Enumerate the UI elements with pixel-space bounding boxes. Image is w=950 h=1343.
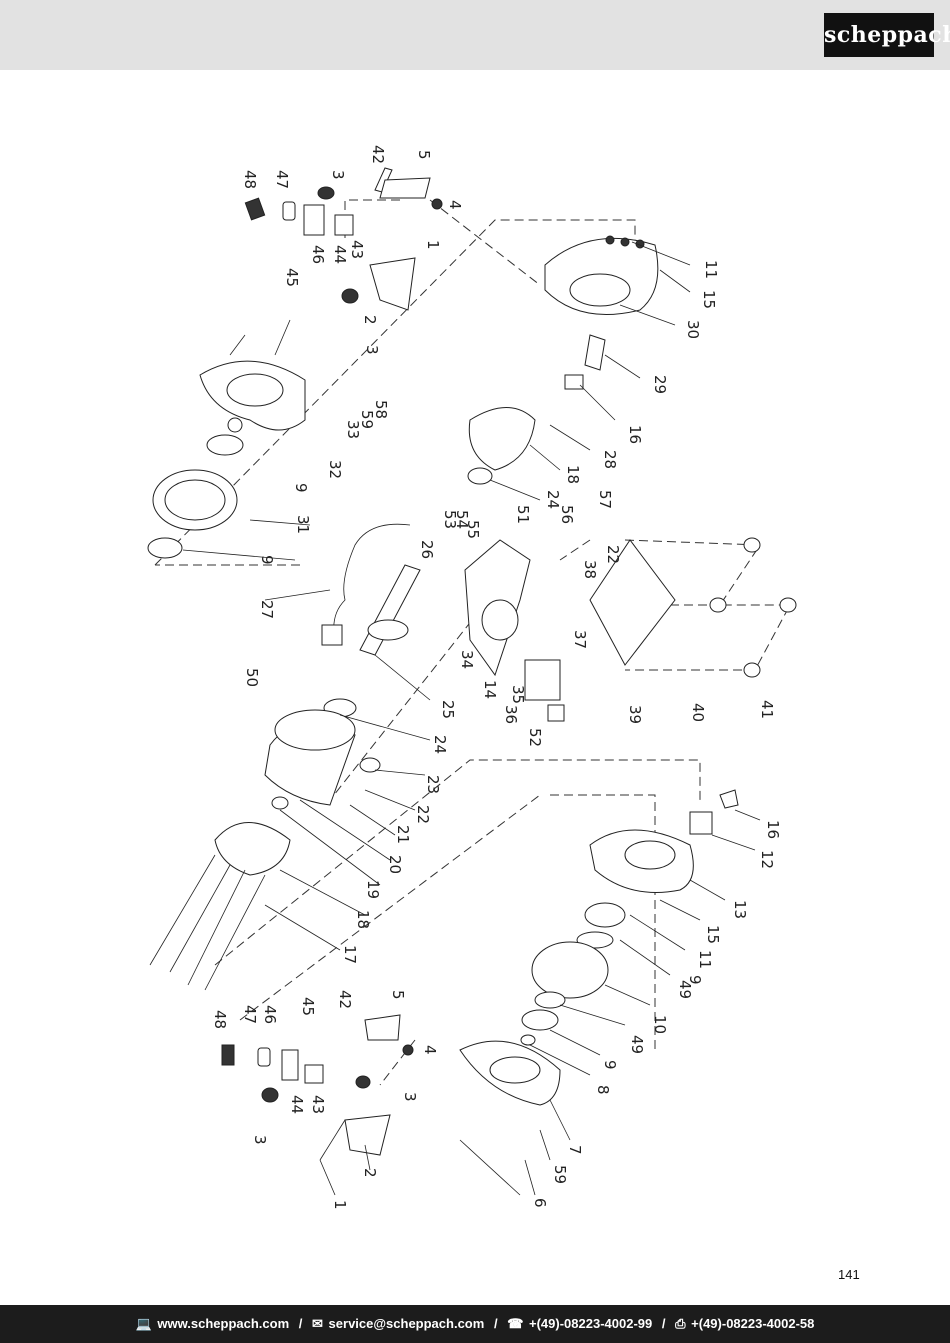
callout: 30	[684, 320, 702, 339]
page-number: 141	[838, 1267, 860, 1282]
email-link[interactable]: service@scheppach.com	[328, 1316, 485, 1331]
callout: 46	[261, 1005, 279, 1024]
website-link[interactable]: www.scheppach.com	[157, 1316, 290, 1331]
callout: 3	[251, 1135, 269, 1145]
callout: 37	[571, 630, 589, 649]
callout: 32	[326, 460, 344, 479]
callout: 53	[441, 510, 459, 529]
callout: 13	[731, 900, 749, 919]
callout: 34	[458, 650, 476, 669]
callout: 7	[566, 1145, 584, 1155]
callout: 20	[386, 855, 404, 874]
callout: 11	[702, 260, 720, 279]
callout: 56	[558, 505, 576, 524]
callout: 59	[551, 1165, 569, 1184]
callout: 52	[526, 728, 544, 747]
callout: 44	[288, 1095, 306, 1114]
callout: 17	[341, 945, 359, 964]
callout: 36	[502, 705, 520, 724]
callout: 38	[581, 560, 599, 579]
callout: 31	[294, 515, 312, 534]
callout: 58	[372, 400, 390, 419]
brand-logo: scheppach	[824, 13, 950, 57]
callout: 16	[764, 820, 782, 839]
phone-icon: ☎	[507, 1316, 524, 1331]
callout: 23	[424, 775, 442, 794]
header-bar: scheppach	[0, 0, 950, 70]
exploded-parts-diagram: 48 47 3 42 5 4 1 43 44 46 45 2 3 11 15 3…	[0, 70, 950, 1270]
callout: 43	[348, 240, 366, 259]
callout: 28	[601, 450, 619, 469]
callout: 45	[299, 997, 317, 1016]
callout: 26	[418, 540, 436, 559]
callout: 54	[453, 510, 471, 529]
callout: 51	[514, 505, 532, 524]
callout: 25	[439, 700, 457, 719]
callout: 15	[704, 925, 722, 944]
callout: 9	[258, 555, 276, 565]
callout: 6	[531, 1198, 549, 1208]
callout: 29	[651, 375, 669, 394]
callout: 55	[464, 520, 482, 539]
callout: 27	[258, 600, 276, 619]
callout: 3	[329, 170, 347, 180]
callout: 5	[389, 990, 407, 1000]
callout: 49	[628, 1035, 646, 1054]
callout: 35	[509, 685, 527, 704]
callout: 47	[241, 1005, 259, 1024]
callout: 2	[361, 315, 379, 325]
callout: 22	[414, 805, 432, 824]
callout: 8	[594, 1085, 612, 1095]
fax-icon: ⎙	[675, 1316, 686, 1331]
callout: 15	[700, 290, 718, 309]
callout: 33	[344, 420, 362, 439]
callout: 24	[431, 735, 449, 754]
callout: 16	[626, 425, 644, 444]
callout: 24	[544, 490, 562, 509]
callout: 11	[696, 950, 714, 969]
callout-labels: 48 47 3 42 5 4 1 43 44 46 45 2 3 11 15 3…	[211, 145, 782, 1210]
callout: 18	[354, 910, 372, 929]
callout: 4	[446, 200, 464, 210]
callout: 3	[363, 345, 381, 355]
callout: 1	[424, 240, 442, 250]
email-icon: ✉	[312, 1316, 323, 1331]
callout: 1	[331, 1200, 349, 1210]
callout: 10	[651, 1015, 669, 1034]
callout: 48	[241, 170, 259, 189]
callout: 39	[626, 705, 644, 724]
callout: 14	[481, 680, 499, 699]
callout: 3	[401, 1092, 419, 1102]
callout: 49	[676, 980, 694, 999]
callout: 59	[358, 410, 376, 429]
callout: 2	[361, 1168, 379, 1178]
callout: 5	[415, 150, 433, 160]
callout: 47	[273, 170, 291, 189]
callout: 46	[309, 245, 327, 264]
callout: 21	[394, 825, 412, 844]
callout: 9	[601, 1060, 619, 1070]
diagram-svg: 48 47 3 42 5 4 1 43 44 46 45 2 3 11 15 3…	[147, 145, 797, 1210]
callout: 50	[243, 668, 261, 687]
callout: 19	[364, 880, 382, 899]
fax-number: +(49)-08223-4002-58	[691, 1316, 815, 1331]
callout: 42	[369, 145, 387, 164]
callout: 9	[686, 975, 704, 985]
callout: 12	[758, 850, 776, 869]
callout: 44	[331, 245, 349, 264]
callout: 18	[564, 465, 582, 484]
callout: 40	[689, 703, 707, 722]
callout: 9	[292, 483, 310, 493]
phone-number[interactable]: +(49)-08223-4002-99	[529, 1316, 653, 1331]
callout: 22	[604, 545, 622, 564]
callout: 41	[758, 700, 776, 719]
callout: 4	[421, 1045, 439, 1055]
callout: 43	[309, 1095, 327, 1114]
callout: 42	[336, 990, 354, 1009]
computer-icon: 💻	[135, 1316, 152, 1331]
callout: 48	[211, 1010, 229, 1029]
callout: 45	[283, 268, 301, 287]
callout: 57	[596, 490, 614, 509]
footer-contact-bar: 💻 www.scheppach.com / ✉ service@scheppac…	[0, 1305, 950, 1343]
